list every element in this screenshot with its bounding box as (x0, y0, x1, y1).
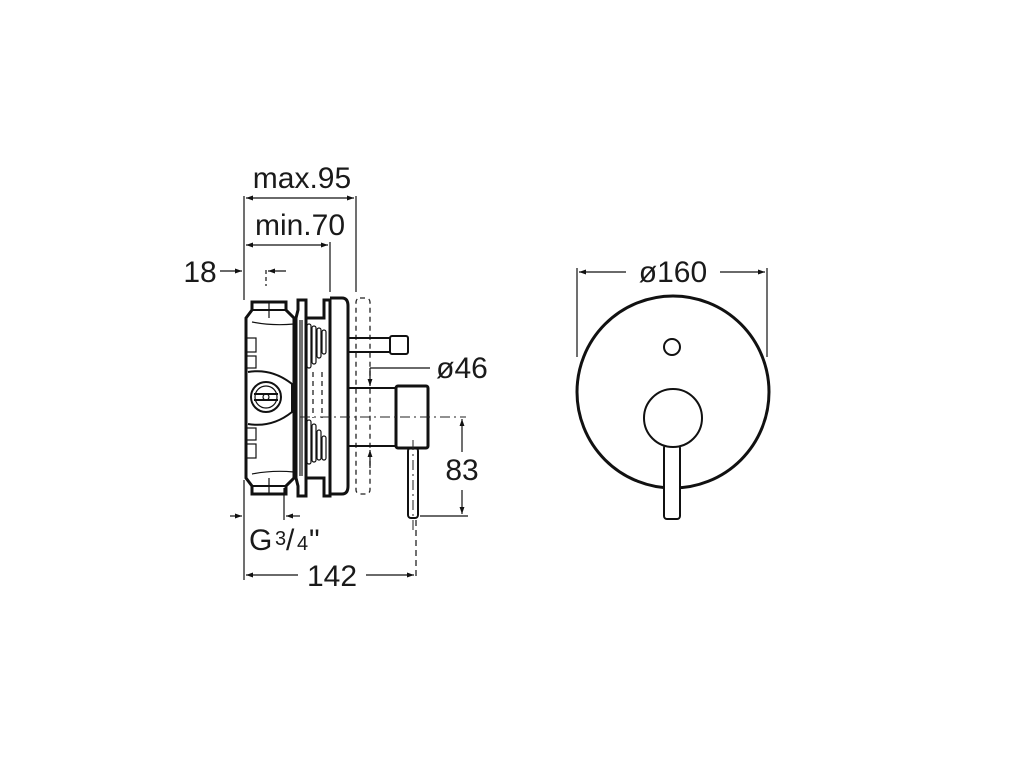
mounting-plate (330, 296, 350, 496)
total-depth-label: 142 (307, 560, 357, 593)
dimension-max-depth: max.95 (246, 162, 354, 201)
front-view: ø160 (575, 256, 771, 520)
handle-rosette (643, 388, 703, 448)
lever-handle (663, 444, 681, 520)
plate-diameter-label: ø160 (639, 256, 707, 289)
connection-fraction-den: 4 (297, 533, 308, 555)
diverter-stem (347, 335, 409, 355)
inlet-offset-label: 18 (183, 256, 216, 289)
flange (294, 298, 308, 498)
connection-inch-mark: " (309, 524, 320, 557)
side-view: max.95 min.70 18 (183, 162, 488, 593)
dimension-connection: G 3 / 4 " (230, 513, 320, 557)
handle-body (347, 384, 430, 530)
connection-slash: / (286, 524, 295, 557)
dimension-min-depth: min.70 (246, 209, 345, 248)
lever-length-label: 83 (445, 454, 478, 487)
dimension-lever-length: 83 (420, 419, 479, 517)
diverter-knob (663, 338, 681, 356)
max-depth-label: max.95 (253, 162, 351, 195)
dimension-handle-diameter: ø46 (367, 352, 488, 468)
min-depth-label: min.70 (255, 209, 345, 242)
dimension-inlet-offset: 18 (183, 256, 286, 289)
valve-body (244, 300, 296, 496)
finishing-plate-outline (355, 297, 371, 495)
handle-diameter-label: ø46 (436, 352, 488, 385)
connection-label: G (249, 524, 272, 557)
dimension-plate-diameter: ø160 (579, 256, 765, 289)
cooling-fins (306, 298, 332, 498)
connection-fraction-num: 3 (275, 528, 286, 550)
dimension-total-depth: 142 (246, 560, 414, 593)
